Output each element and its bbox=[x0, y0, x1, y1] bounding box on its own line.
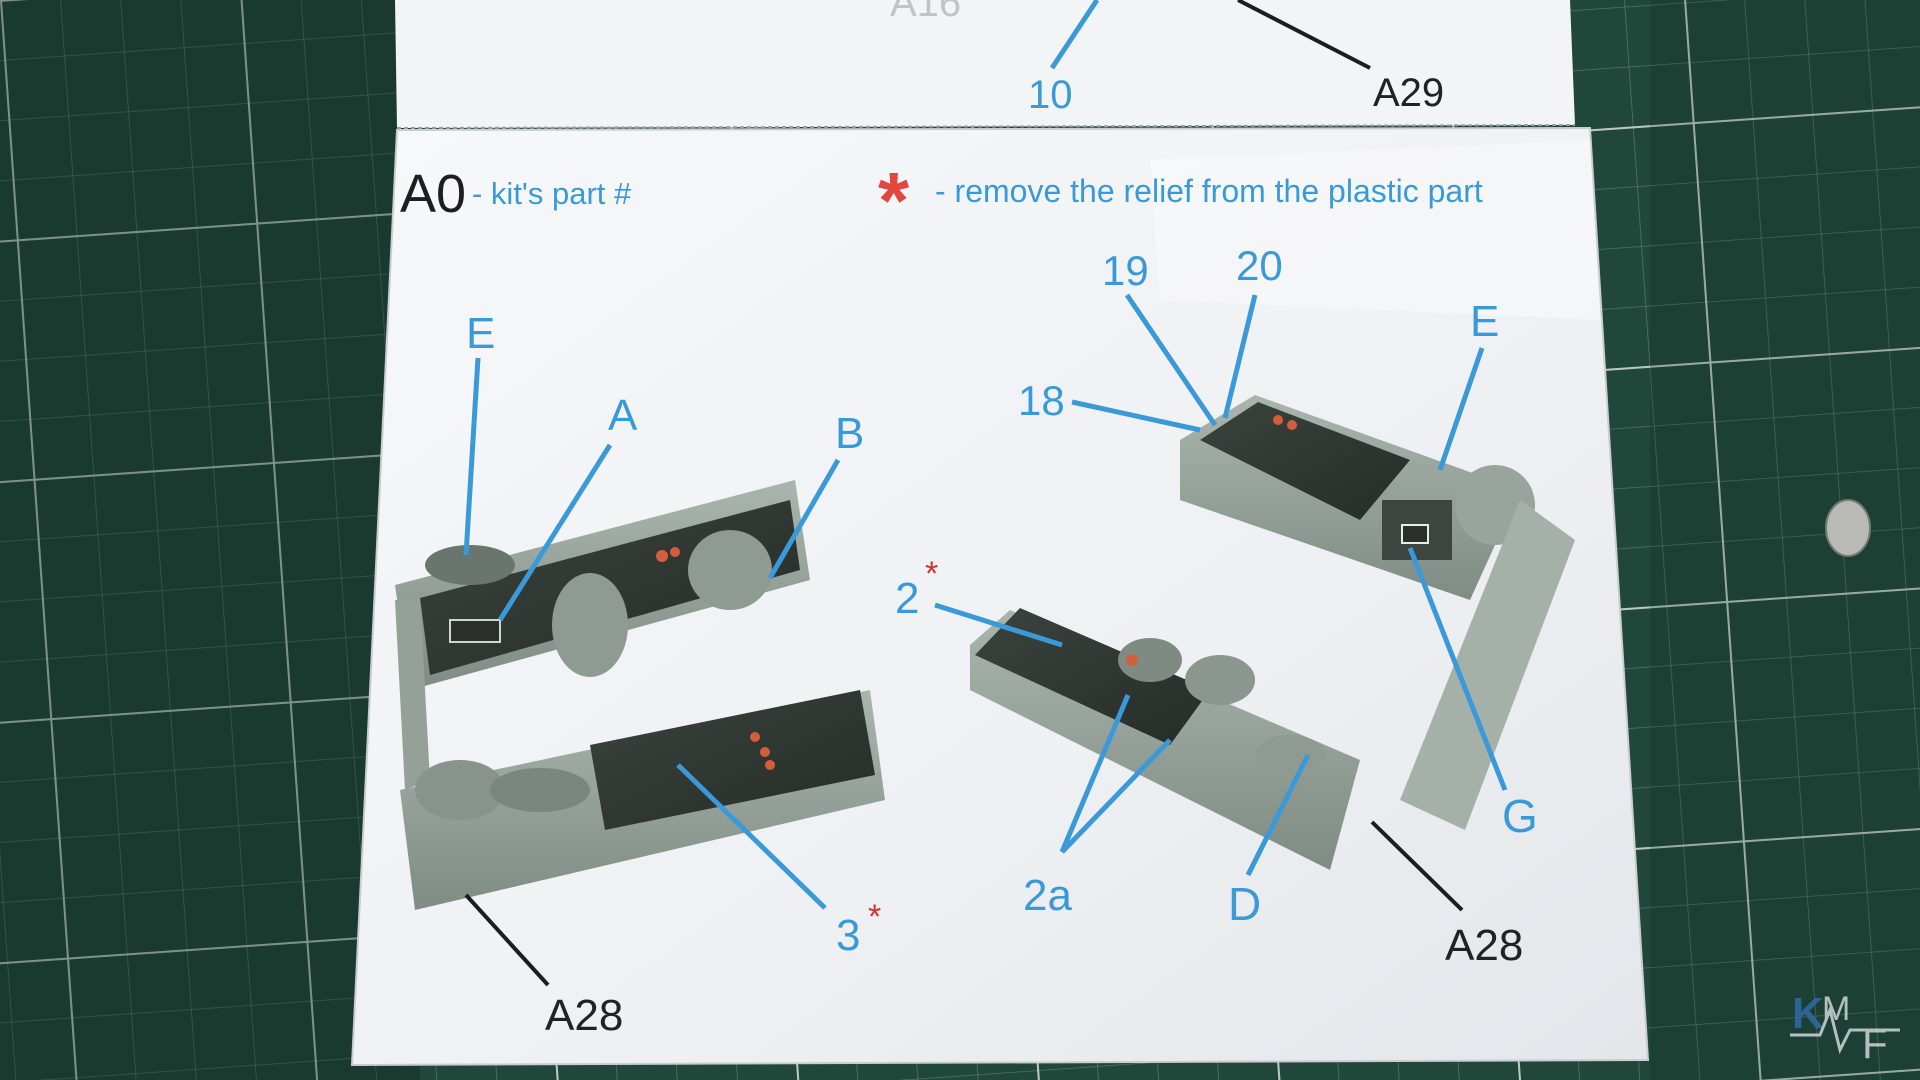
watermark-f: F bbox=[1862, 1020, 1888, 1067]
legend-part-text: - kit's part # bbox=[472, 176, 632, 211]
right-callout-20: 20 bbox=[1236, 242, 1283, 289]
legend-asterisk-text: - remove the relief from the plastic par… bbox=[935, 173, 1483, 209]
left-callout-B: B bbox=[835, 409, 864, 458]
left-callouts: E A B 3 * A28 bbox=[463, 309, 881, 1040]
metal-shaving bbox=[1825, 499, 1871, 557]
right-callout-E: E bbox=[1470, 297, 1499, 346]
left-callout-A: A bbox=[608, 391, 638, 440]
callout-A29: A29 bbox=[1373, 71, 1444, 115]
legend-part-code: A0 bbox=[400, 164, 466, 224]
right-callout-2-asterisk: * bbox=[925, 555, 938, 593]
left-callout-A28: A28 bbox=[545, 991, 623, 1040]
right-callout-G: G bbox=[1502, 790, 1538, 842]
right-resin-part bbox=[970, 395, 1575, 870]
kmf-watermark-logo: K M F bbox=[1790, 989, 1900, 1067]
right-callout-A28: A28 bbox=[1445, 921, 1523, 970]
callout-10: 10 bbox=[1028, 73, 1073, 117]
right-callouts: 19 20 18 E 2 * 2a D G A28 bbox=[895, 242, 1538, 970]
left-resin-part bbox=[395, 480, 885, 910]
legend: A0 - kit's part # * - remove the relief … bbox=[400, 156, 1483, 245]
right-callout-2a: 2a bbox=[1023, 871, 1072, 920]
left-callout-3: 3 bbox=[836, 911, 860, 960]
right-callout-18: 18 bbox=[1018, 377, 1065, 424]
top-label-partial: A16 bbox=[890, 0, 961, 25]
left-callout-3-asterisk: * bbox=[868, 898, 881, 936]
top-paper-strip: A16 10 A29 bbox=[395, 0, 1576, 129]
watermark-k: K bbox=[1792, 989, 1824, 1038]
right-callout-D: D bbox=[1228, 878, 1261, 930]
right-callout-19: 19 bbox=[1102, 247, 1149, 294]
left-callout-E: E bbox=[466, 309, 495, 358]
right-callout-2: 2 bbox=[895, 574, 919, 623]
legend-asterisk: * bbox=[878, 156, 910, 245]
